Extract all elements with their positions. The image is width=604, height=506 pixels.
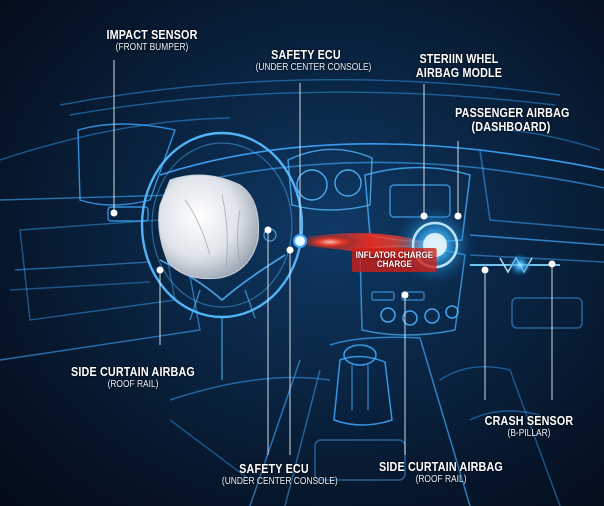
- center-console: [169, 336, 471, 506]
- impact-sensor-label: IMPACT SENSOR (FRONT BUMPER): [92, 28, 212, 54]
- deployed-airbag: [158, 174, 260, 280]
- passenger-airbag-location: (DASHBOARD): [471, 120, 551, 135]
- safety-ecu-top-title: SAFETY ECU: [271, 48, 341, 62]
- crash-sensor-label: CRASH SENSOR (B-PILLAR): [474, 414, 584, 440]
- side-curtain-left-title: SIDE CURTAIN AIRBAG: [71, 365, 195, 379]
- instrument-cluster: [287, 148, 373, 211]
- passenger-seat: [439, 365, 561, 506]
- side-curtain-bottom-label: SIDE CURTAIN AIRBAG (ROOF RAIL): [366, 460, 516, 486]
- safety-ecu-bottom-title: SAFETY ECU: [239, 462, 309, 476]
- side-curtain-left-label: SIDE CURTAIN AIRBAG (ROOF RAIL): [58, 365, 208, 391]
- steering-wheel-airbag-label: STERIIN WHEL AIRBAG MODLE: [404, 52, 514, 81]
- windshield-frame: [0, 78, 601, 161]
- leader-lines: [113, 60, 553, 455]
- passenger-airbag-label: PASSENGER AIRBAG (DASHBOARD): [446, 106, 576, 135]
- dashboard: [159, 143, 604, 329]
- side-curtain-bottom-title: SIDE CURTAIN AIRBAG: [379, 460, 503, 474]
- inflator-label-line1: INFLATOR CHARGE: [355, 250, 434, 260]
- safety-ecu-bottom-label: SAFETY ECU (UNDER CENTER CONSOLE): [212, 462, 338, 488]
- safety-ecu-top-location: (UNDER CENTER CONSOLE): [255, 62, 372, 74]
- crash-sensor-location: (B-PILLAR): [507, 428, 551, 440]
- side-curtain-left-location: (ROOF RAIL): [107, 379, 159, 391]
- side-curtain-bottom-location: (ROOF RAIL): [415, 474, 467, 486]
- inflator-glow: [395, 205, 475, 285]
- impact-sensor-location: (FRONT BUMPER): [115, 42, 189, 54]
- sensor-markers: [110, 209, 556, 299]
- crash-signal-beam: [470, 253, 560, 277]
- crash-sensor-title: CRASH SENSOR: [484, 414, 574, 428]
- steering-wheel-airbag-title-line2: AIRBAG MODLE: [415, 66, 503, 81]
- inflator-charge-label: INFLATOR CHARGE CHARGE: [352, 248, 437, 272]
- passenger-airbag-title: PASSENGER AIRBAG: [455, 106, 570, 120]
- steering-wheel-airbag-title: STERIIN WHEL: [419, 52, 499, 66]
- impact-sensor-title: IMPACT SENSOR: [106, 28, 198, 42]
- safety-ecu-top-label: SAFETY ECU (UNDER CENTER CONSOLE): [246, 48, 372, 74]
- safety-ecu-bottom-location: (UNDER CENTER CONSOLE): [221, 476, 338, 488]
- steering-wheel: [140, 131, 304, 380]
- inflator-label-line2: CHARGE: [376, 259, 412, 270]
